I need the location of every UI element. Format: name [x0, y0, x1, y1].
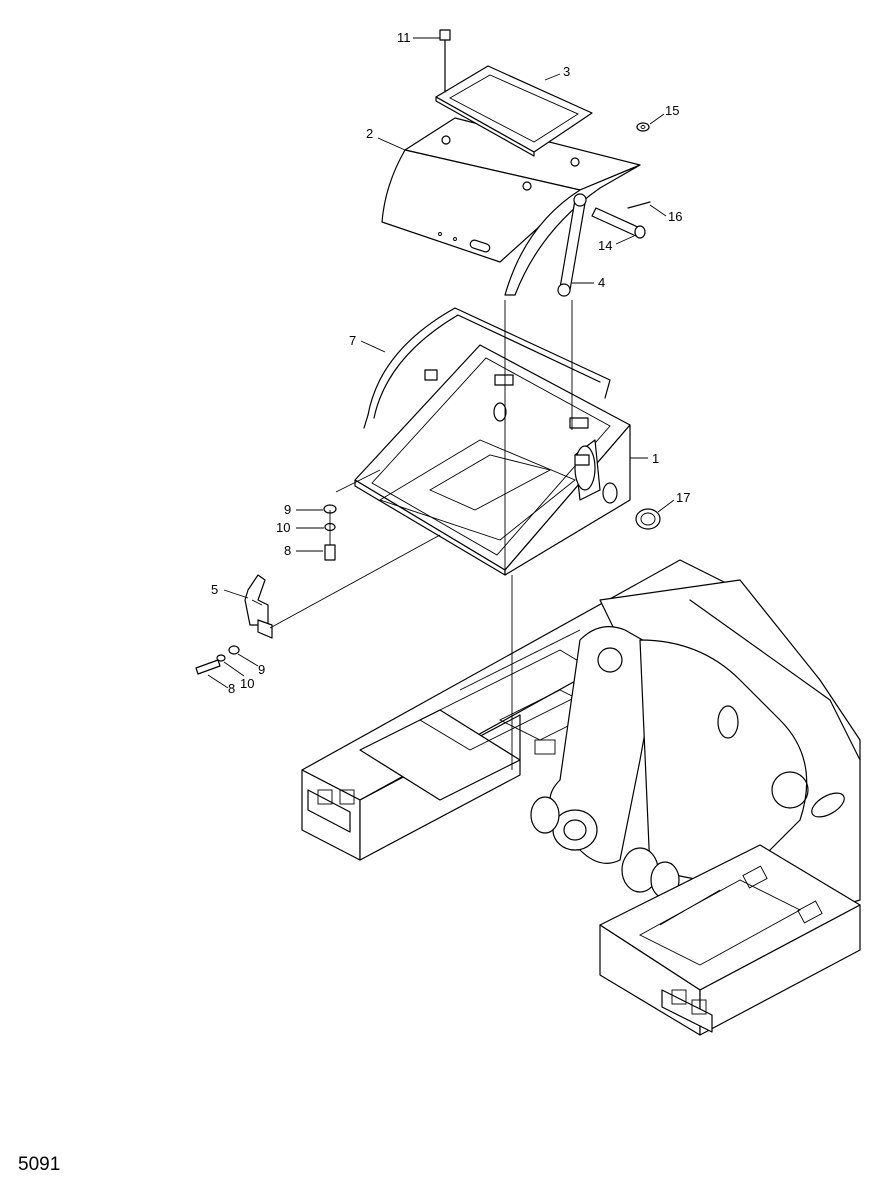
callout-4: 4 — [598, 275, 605, 290]
grommet-17 — [635, 508, 661, 530]
callout-3: 3 — [563, 64, 570, 79]
lid — [381, 117, 641, 296]
callout-8b: 8 — [228, 681, 235, 696]
callout-1: 1 — [652, 451, 659, 466]
callouts: 1 2 3 4 5 7 8 8 9 9 10 10 11 14 15 16 17 — [207, 30, 690, 696]
callout-14: 14 — [598, 238, 612, 253]
bolt-11 — [439, 29, 451, 93]
assembly-lines — [269, 300, 573, 770]
callout-16: 16 — [668, 209, 682, 224]
pin-14 — [591, 207, 646, 239]
latch-assembly — [244, 574, 273, 639]
callout-15: 15 — [665, 103, 679, 118]
washer-15 — [636, 122, 650, 132]
callout-7: 7 — [349, 333, 356, 348]
callout-8a: 8 — [284, 543, 291, 558]
seal-strip — [363, 307, 611, 429]
callout-10a: 10 — [276, 520, 290, 535]
tool-box — [354, 344, 631, 576]
page-code: 5091 — [18, 1154, 61, 1175]
callout-17: 17 — [676, 490, 690, 505]
callout-2: 2 — [366, 126, 373, 141]
stay-rod — [557, 193, 587, 297]
callout-5: 5 — [211, 582, 218, 597]
hardware-stack-center — [323, 504, 337, 561]
callout-9b: 9 — [258, 662, 265, 677]
callout-9a: 9 — [284, 502, 291, 517]
step-plate — [435, 65, 593, 157]
hardware-stack-left — [195, 645, 240, 675]
upper-frame — [301, 559, 861, 1036]
pin-16 — [627, 201, 651, 209]
callout-11: 11 — [397, 30, 411, 45]
callout-10b: 10 — [240, 676, 254, 691]
